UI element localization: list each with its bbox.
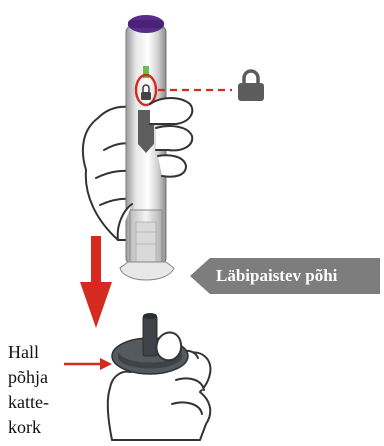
cap-label-line: põhja [8,365,88,390]
callout-label-box: Läbipaistev põhi [190,258,380,294]
clear-base [120,262,174,280]
callout-label: Läbipaistev põhi [216,258,337,294]
down-arrow-icon [80,236,112,328]
cap-label-line: Hall [8,340,88,365]
lock-icon [238,71,264,101]
cap-thumb [156,333,181,361]
cap-label-line: katte- [8,390,88,415]
cap-label-line: kork [8,415,88,440]
cap-label: Hall põhja katte- kork [8,340,88,440]
